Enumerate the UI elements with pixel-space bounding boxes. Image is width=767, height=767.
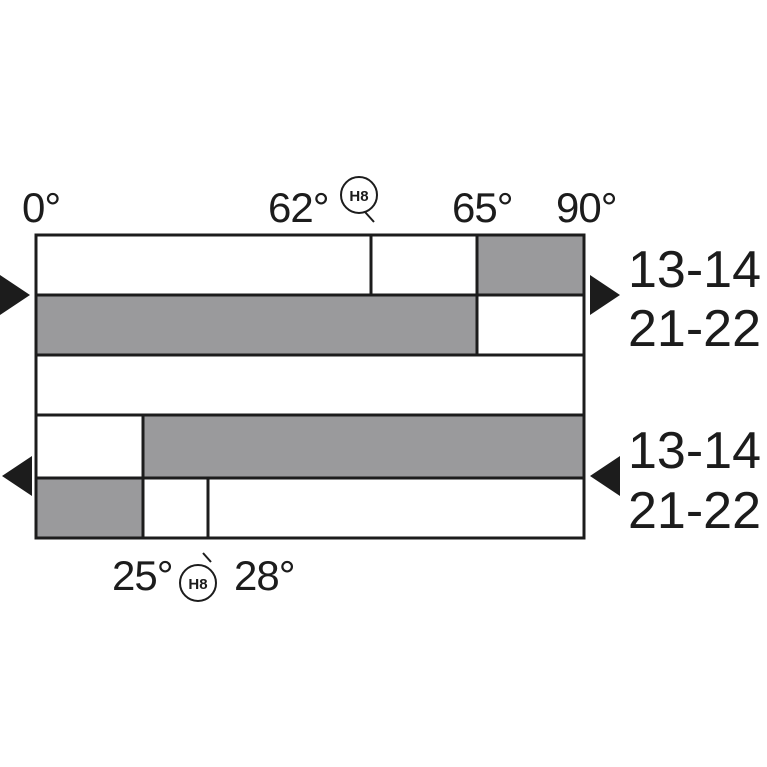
upper-band [34,233,586,357]
label-25-deg: 25° [112,552,173,599]
upper-contact-13-14: 13-14 [628,241,761,299]
bottom-h8-circle [179,564,217,602]
label-90-deg: 90° [556,184,617,231]
label-0-deg: 0° [22,184,60,231]
label-65-deg: 65° [452,184,513,231]
arrow-right-icon [0,275,30,315]
top-hysteresis-marker: H8 [340,176,378,223]
bottom-hysteresis-marker: H8 [179,552,217,602]
lower-contact-21-22: 21-22 [628,482,761,540]
upper-row-1-off-segment [34,233,479,297]
top-h8-circle [340,176,378,214]
label-28-deg: 28° [234,552,295,599]
lower-row-2-on-segment [34,476,145,540]
bottom-h8-leader [202,552,212,563]
top-h8-leader [364,211,375,223]
upper-row-1-on-segment [475,233,586,297]
arrow-right-icon [590,275,620,315]
arrow-left-icon [590,456,620,496]
upper-contact-21-22: 21-22 [628,300,761,358]
lower-row-1-on-segment [141,413,586,480]
top-h8-text: H8 [349,188,368,205]
upper-row-2-off-segment [475,293,586,357]
lower-band [34,413,586,540]
lower-contact-13-14: 13-14 [628,422,761,480]
arrow-left-icon [2,456,32,496]
label-62-deg: 62° [268,184,329,231]
bottom-h8-text: H8 [188,576,207,593]
lower-row-1-off-segment [34,413,145,480]
upper-row-2-on-segment [34,293,479,357]
middle-blank-row [34,353,586,417]
lower-row-2-off-segment [141,476,586,540]
